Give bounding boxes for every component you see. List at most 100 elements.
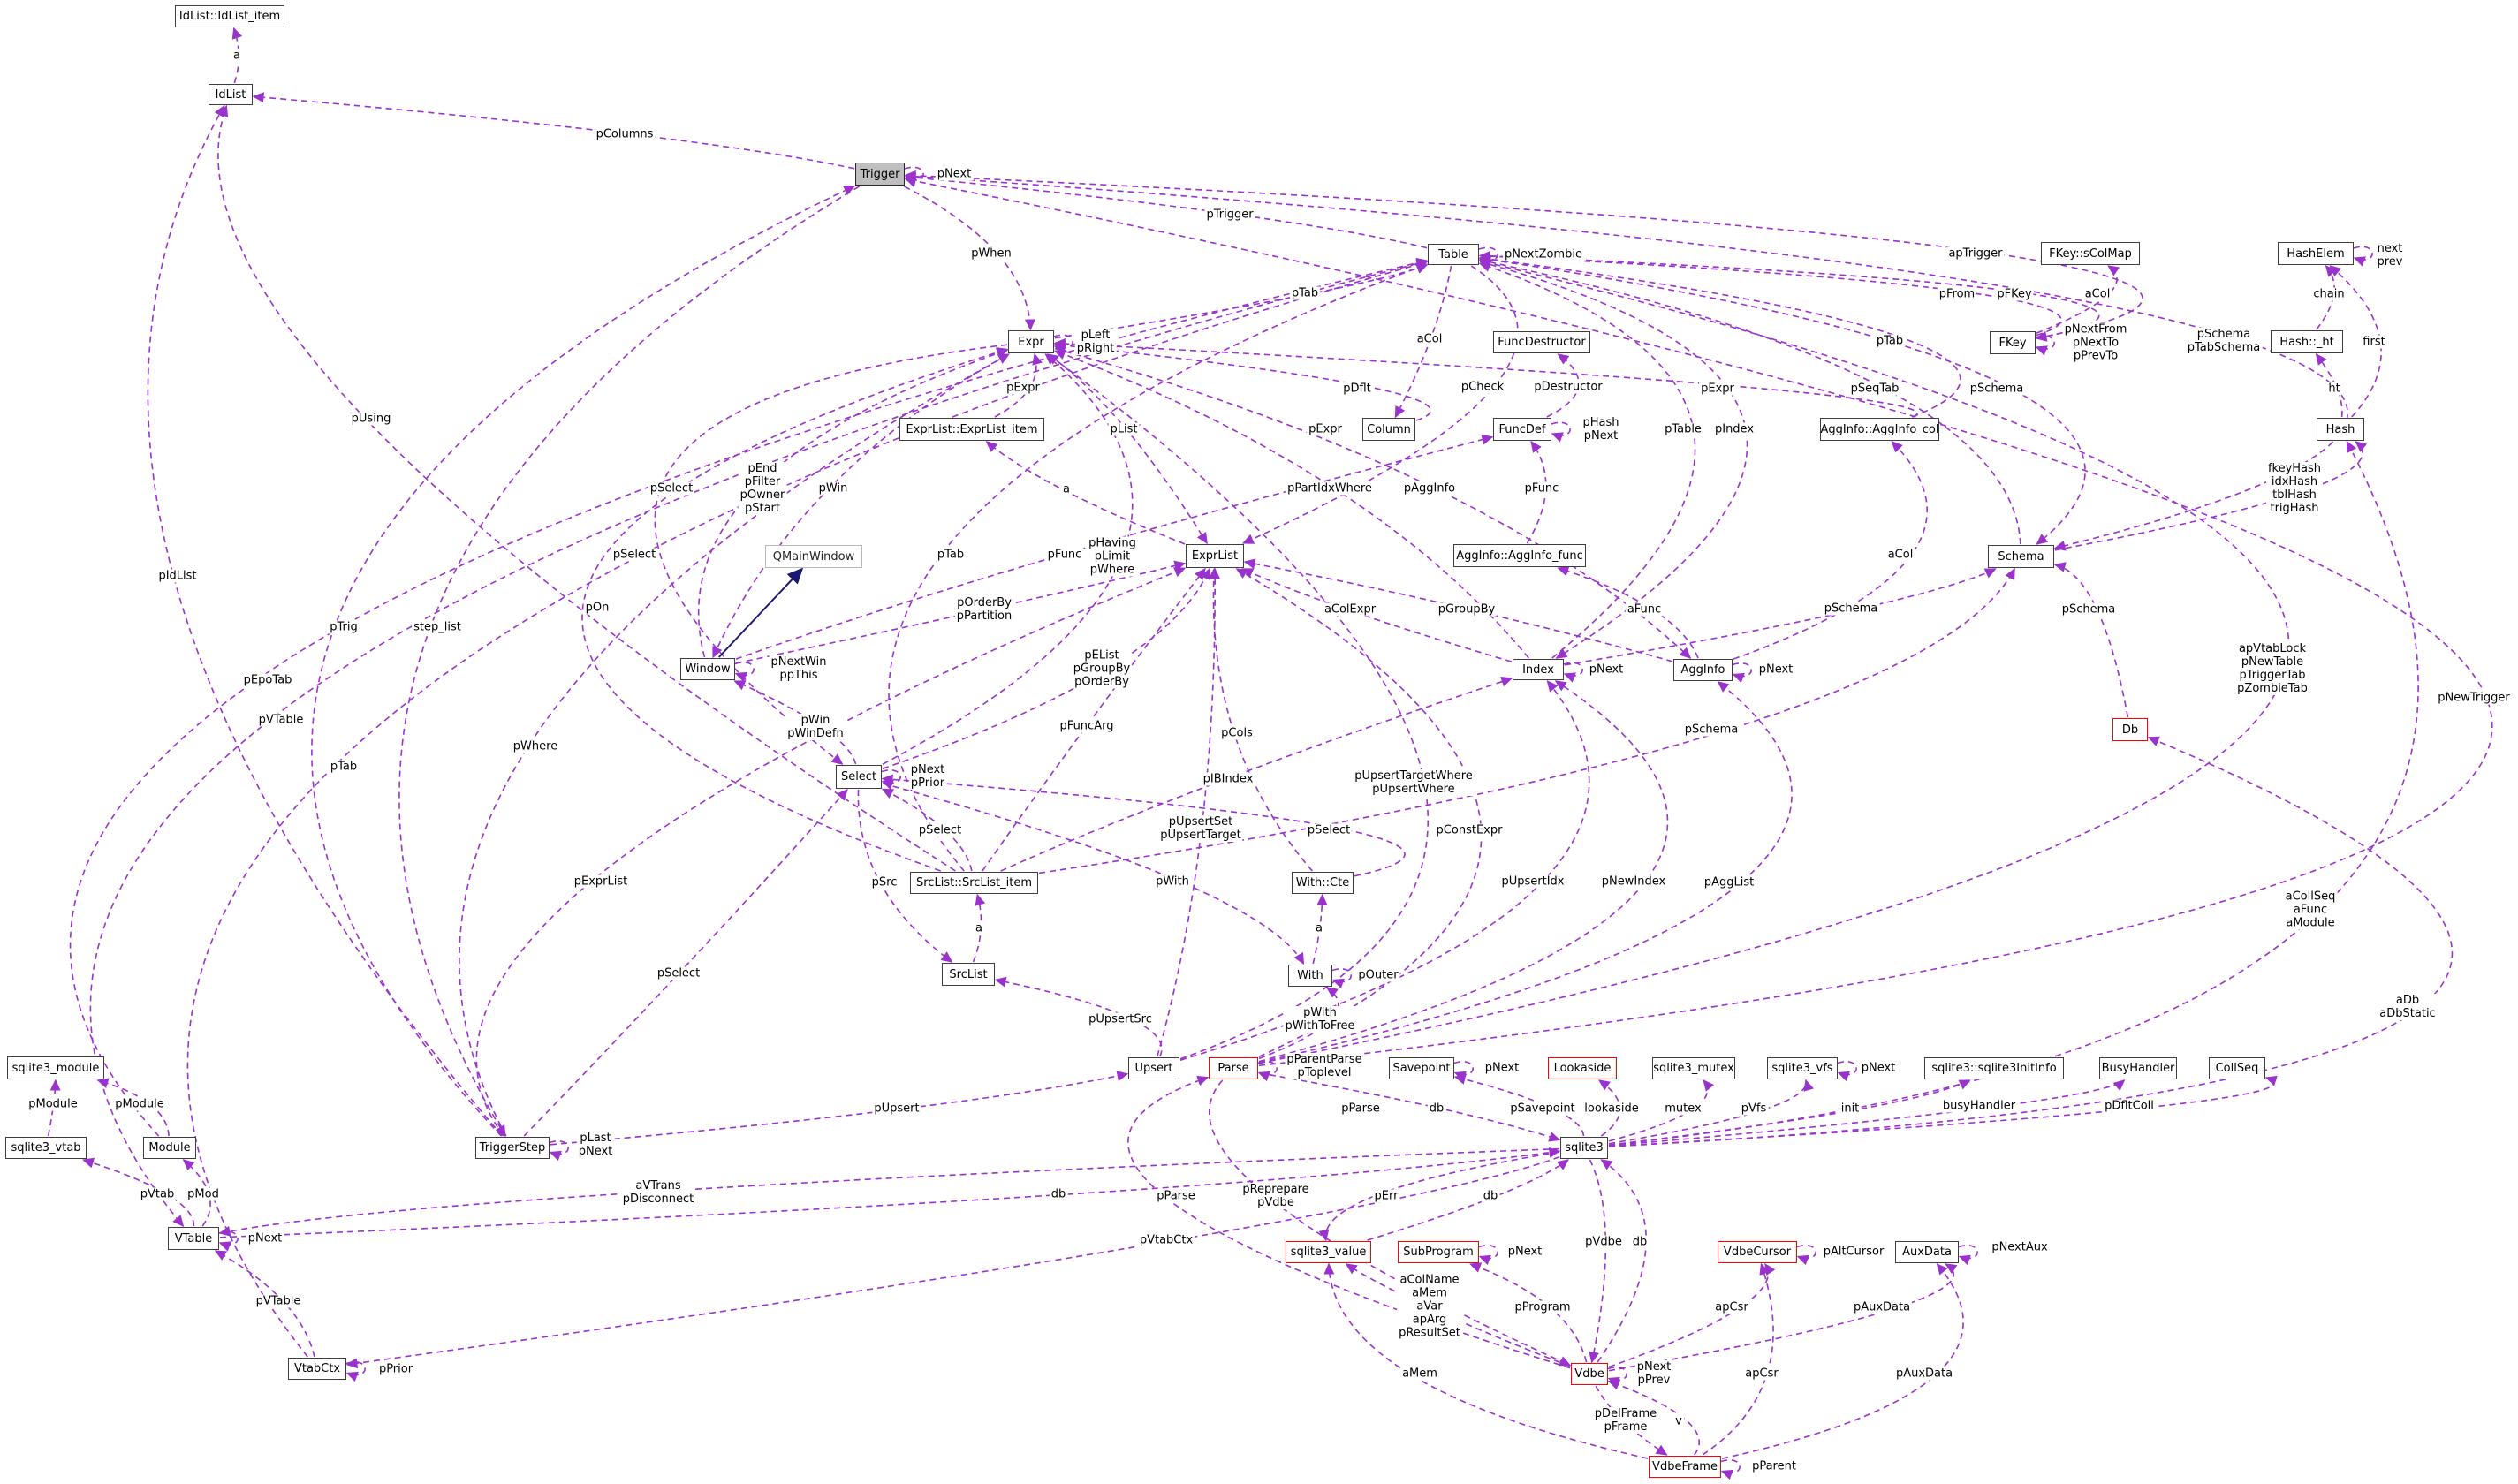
edge-label-pWhen: pWhen — [969, 246, 1013, 261]
edge-fkey-fkey_scolmap — [2036, 265, 2120, 334]
edge-label-apCsr: apCsr — [1713, 1300, 1750, 1314]
node-withcte[interactable]: With::Cte — [1292, 872, 1354, 894]
node-savepoint[interactable]: Savepoint — [1389, 1057, 1454, 1079]
node-auxdata[interactable]: AuxData — [1895, 1241, 1959, 1263]
node-agginfo_col[interactable]: AggInfo::AggInfo_col — [1820, 418, 1939, 441]
node-trigger[interactable]: Trigger — [855, 163, 905, 186]
node-qmainwindow[interactable]: QMainWindow — [765, 545, 862, 568]
node-srclist_item[interactable]: SrcList::SrcList_item — [910, 872, 1038, 894]
edge-label-pTab: pTab — [328, 760, 360, 774]
node-upsert[interactable]: Upsert — [1128, 1057, 1179, 1079]
node-busyhandler[interactable]: BusyHandler — [2099, 1057, 2177, 1079]
node-hash_ht[interactable]: Hash::_ht — [2271, 330, 2343, 353]
edge-label-pUsing: pUsing — [349, 412, 393, 426]
node-funcdef[interactable]: FuncDef — [1493, 418, 1551, 441]
edge-label-pTab: pTab — [1874, 334, 1906, 348]
edge-label-pNextZombie: pNextZombie — [1503, 247, 1584, 261]
edge-self-subprogram — [1478, 1245, 1498, 1266]
node-initinfo[interactable]: sqlite3::sqlite3InitInfo — [1924, 1057, 2064, 1079]
node-sqlite3_mutex[interactable]: sqlite3_mutex — [1652, 1057, 1735, 1079]
edge-label-v: v — [1673, 1414, 1684, 1428]
node-lookaside[interactable]: Lookaside — [1548, 1057, 1617, 1079]
node-index[interactable]: Index — [1513, 659, 1564, 680]
node-triggerstep[interactable]: TriggerStep — [475, 1137, 550, 1159]
edge-triggerstep-idlist — [147, 104, 504, 1137]
node-table[interactable]: Table — [1428, 244, 1479, 265]
edge-label-pEpoTab: pEpoTab — [241, 673, 294, 687]
edge-table-vtable — [89, 260, 1428, 1228]
edge-table-trigger — [904, 172, 1428, 249]
node-exprlist_item[interactable]: ExprList::ExprList_item — [899, 418, 1044, 441]
edge-label-chain: chain — [2311, 287, 2347, 301]
edge-label-db: db — [1481, 1189, 1500, 1203]
node-select[interactable]: Select — [836, 765, 882, 789]
node-fkey_scolmap[interactable]: FKey::sColMap — [2041, 242, 2140, 265]
node-fkey[interactable]: FKey — [1990, 331, 2036, 354]
node-vtabctx[interactable]: VtabCtx — [288, 1358, 346, 1380]
edge-label-pGroupBy: pGroupBy — [1436, 602, 1498, 617]
edge-label-pSchema: pSchema — [2059, 602, 2118, 617]
edge-label-pWin: pWin — [816, 481, 850, 496]
edge-label-first: first — [2361, 335, 2387, 349]
edge-vdbe-parse — [1127, 1075, 1571, 1369]
node-window[interactable]: Window — [680, 658, 735, 680]
edge-label-pUpsertSet: pUpsertSet pUpsertTarget — [1158, 815, 1243, 842]
node-sqlite3db[interactable]: sqlite3 — [1560, 1137, 1608, 1159]
edge-label-pUpsertTargetWhere: pUpsertTargetWhere pUpsertWhere — [1353, 769, 1475, 796]
node-vdbe[interactable]: Vdbe — [1571, 1363, 1608, 1385]
edge-upsert-expr — [1046, 353, 1429, 1060]
edge-label-aColExpr: aColExpr — [1322, 602, 1378, 617]
node-with[interactable]: With — [1288, 965, 1332, 987]
node-db[interactable]: Db — [2112, 718, 2148, 741]
edge-module-table — [69, 257, 1429, 1137]
node-parse[interactable]: Parse — [1209, 1057, 1258, 1079]
edge-label-pSchema: pSchema — [1682, 723, 1741, 737]
edge-index-exprlist — [1241, 568, 1513, 662]
edge-upsert-exprlist — [1157, 567, 1221, 1057]
node-agginfo[interactable]: AggInfo — [1673, 659, 1733, 681]
edge-sqlite3db-db — [1608, 736, 2454, 1147]
node-hashelem[interactable]: HashElem — [2278, 242, 2354, 265]
node-expr[interactable]: Expr — [1008, 330, 1054, 353]
edge-trigger-idlist — [252, 92, 855, 170]
edge-label-pDelFrame: pDelFrame pFrame — [1592, 1407, 1659, 1434]
edge-self-fkey — [2035, 335, 2055, 356]
edge-label-pNext: pNext pPrev — [1634, 1360, 1673, 1387]
edge-sqlite3db-vtable — [218, 1147, 1560, 1237]
edge-srclist_item-exprlist — [982, 567, 1206, 872]
edge-trigger-schema — [905, 175, 2348, 551]
edge-label-pConstExpr: pConstExpr — [1434, 823, 1505, 837]
edge-label-pUpsertIdx: pUpsertIdx — [1499, 874, 1566, 889]
edge-label-pProgram: pProgram — [1513, 1300, 1573, 1314]
node-idlist[interactable]: IdList — [209, 84, 253, 105]
edge-schema-table — [1478, 256, 2021, 545]
edge-label-a: a — [231, 49, 242, 63]
edge-label-pParse: pParse — [1339, 1102, 1382, 1116]
node-schema[interactable]: Schema — [1988, 545, 2054, 568]
node-vdbecursor[interactable]: VdbeCursor — [1718, 1241, 1797, 1263]
node-subprogram[interactable]: SubProgram — [1398, 1241, 1479, 1263]
node-vdbeframe[interactable]: VdbeFrame — [1649, 1456, 1721, 1478]
node-funcdestructor[interactable]: FuncDestructor — [1493, 331, 1590, 353]
node-srclist[interactable]: SrcList — [942, 963, 995, 986]
node-hash[interactable]: Hash — [2317, 418, 2364, 441]
node-sqlite3_vtab[interactable]: sqlite3_vtab — [5, 1137, 87, 1159]
edge-self-vdbeframe — [1720, 1459, 1741, 1480]
node-vtable[interactable]: VTable — [168, 1227, 219, 1250]
edge-agginfo_col-table — [1478, 254, 1961, 418]
node-column[interactable]: Column — [1362, 418, 1415, 441]
edge-label-pCols: pCols — [1219, 726, 1255, 740]
node-idlist_item[interactable]: IdList::IdList_item — [175, 5, 284, 27]
node-sqlite3_vfs[interactable]: sqlite3_vfs — [1767, 1057, 1838, 1079]
edge-label-pSelect: pSelect — [916, 823, 964, 837]
edge-label-pSelect: pSelect — [611, 548, 658, 562]
edge-label-pSeqTab: pSeqTab — [1848, 382, 1901, 396]
node-collseq[interactable]: CollSeq — [2209, 1057, 2265, 1079]
edge-vdbe-vdbecursor — [1608, 1262, 1776, 1368]
edge-table-index — [1479, 261, 1748, 659]
node-module[interactable]: Module — [143, 1137, 196, 1159]
node-exprlist[interactable]: ExprList — [1186, 544, 1244, 568]
node-agginfo_func[interactable]: AggInfo::AggInfo_func — [1453, 544, 1586, 567]
node-sqlite3_module[interactable]: sqlite3_module — [7, 1056, 104, 1079]
node-sqlite3_value[interactable]: sqlite3_value — [1286, 1241, 1371, 1263]
